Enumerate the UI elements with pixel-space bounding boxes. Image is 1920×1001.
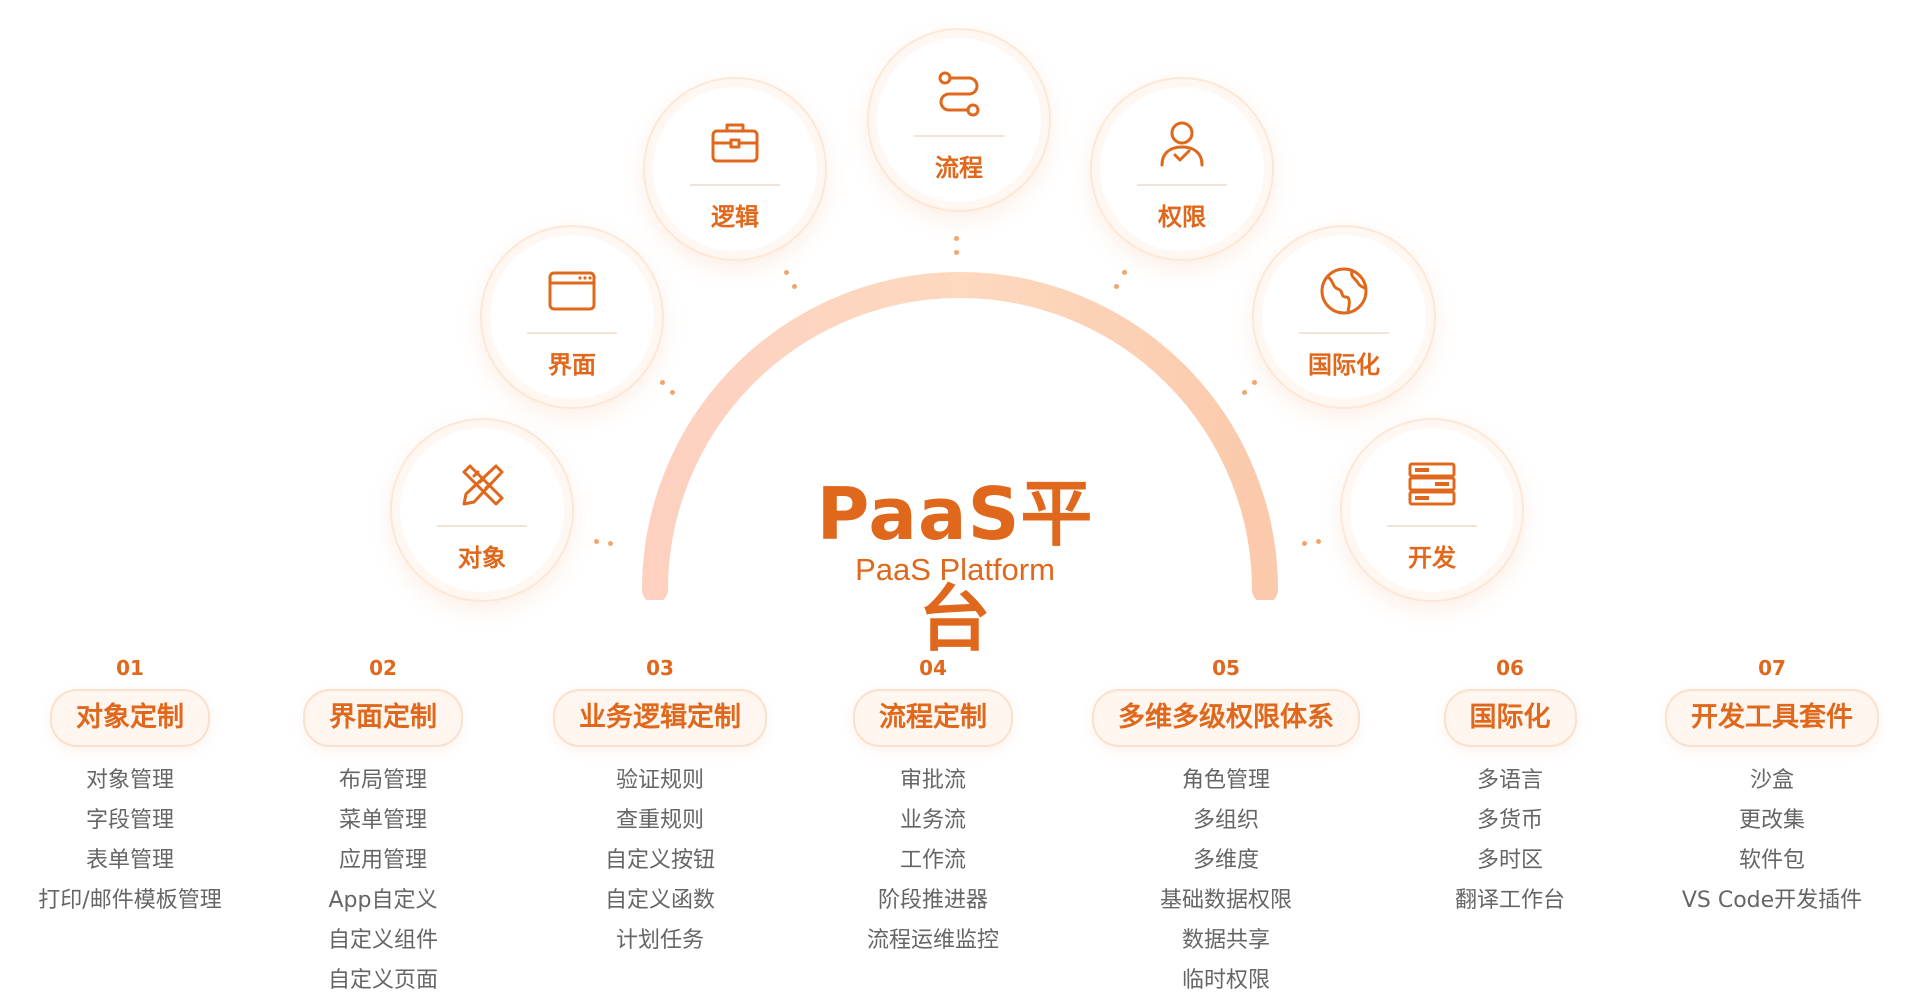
column-number: 05 (1212, 656, 1240, 680)
node-ui[interactable]: 界面 (480, 225, 664, 409)
feature-column-02: 02 界面定制 布局管理 菜单管理 应用管理 App自定义 自定义组件 自定义页… (263, 655, 503, 1001)
column-title-pill[interactable]: 开发工具套件 (1665, 689, 1879, 747)
column-title-pill[interactable]: 对象定制 (50, 689, 210, 747)
feature-item: 临时权限 (1181, 968, 1270, 993)
connector-dots (660, 380, 700, 420)
feature-item: 对象管理 (85, 768, 174, 793)
platform-arc (642, 272, 1278, 600)
feature-item: 打印/邮件模板管理 (38, 888, 222, 913)
platform-subtitle: PaaS Platform (855, 552, 1055, 587)
user-check-icon (1160, 121, 1204, 167)
feature-item: 多组织 (1192, 808, 1259, 833)
column-number: 07 (1758, 656, 1786, 680)
ruler-pencil-icon (462, 464, 504, 506)
feature-item: 数据共享 (1181, 928, 1270, 953)
feature-item: 表单管理 (85, 848, 174, 873)
node-label: 流程 (935, 154, 983, 182)
feature-item: 工作流 (899, 848, 966, 873)
feature-item: 软件包 (1738, 848, 1805, 873)
connector-dots (594, 535, 634, 575)
column-number: 01 (116, 656, 144, 680)
connector-dots (784, 270, 824, 310)
column-title-pill[interactable]: 国际化 (1443, 689, 1577, 747)
column-title-pill[interactable]: 多维多级权限体系 (1092, 689, 1360, 747)
feature-item: 多维度 (1192, 848, 1259, 873)
column-number: 04 (919, 656, 947, 680)
feature-item: 多时区 (1476, 848, 1543, 873)
feature-item: 基础数据权限 (1159, 888, 1292, 913)
node-label: 权限 (1158, 203, 1206, 231)
feature-item: 更改集 (1738, 808, 1805, 833)
feature-item: 字段管理 (85, 808, 174, 833)
connector-dots (1302, 535, 1342, 575)
globe-icon (1320, 267, 1368, 315)
node-permission[interactable]: 权限 (1090, 77, 1274, 261)
feature-item: 多货币 (1476, 808, 1543, 833)
connector-dots (954, 236, 994, 276)
connector-dots (1114, 270, 1154, 310)
feature-item: 布局管理 (338, 768, 427, 793)
feature-item: 阶段推进器 (877, 888, 988, 913)
feature-item: 审批流 (899, 768, 966, 793)
feature-item: App自定义 (328, 888, 438, 913)
feature-item: VS Code开发插件 (1681, 888, 1863, 913)
feature-item: 验证规则 (615, 768, 704, 793)
node-label: 逻辑 (711, 203, 759, 231)
connector-dots (1240, 380, 1280, 420)
platform-title: PaaS平台 (816, 472, 1094, 661)
feature-item: 自定义函数 (604, 888, 715, 913)
column-title-pill[interactable]: 界面定制 (303, 689, 463, 747)
feature-column-07: 07 开发工具套件 沙盒 更改集 软件包 VS Code开发插件 (1632, 655, 1912, 921)
feature-column-03: 03 业务逻辑定制 验证规则 查重规则 自定义按钮 自定义函数 计划任务 (520, 655, 800, 961)
node-dev[interactable]: 开发 (1340, 418, 1524, 602)
column-number: 02 (369, 656, 397, 680)
node-object[interactable]: 对象 (390, 418, 574, 602)
feature-item: 流程运维监控 (866, 928, 999, 953)
feature-item: 菜单管理 (338, 808, 427, 833)
paas-diagram: PaaS平台 PaaS Platform 对象 界面 (390, 28, 1524, 661)
node-label: 国际化 (1308, 351, 1380, 379)
node-i18n[interactable]: 国际化 (1252, 225, 1436, 409)
feature-item: 计划任务 (615, 928, 704, 953)
node-flow[interactable]: 流程 (867, 28, 1051, 212)
feature-item: 角色管理 (1181, 768, 1270, 793)
server-icon (1408, 462, 1456, 506)
column-title-pill[interactable]: 业务逻辑定制 (553, 689, 767, 747)
feature-item: 翻译工作台 (1454, 888, 1565, 913)
feature-item: 沙盒 (1749, 768, 1794, 793)
node-logic[interactable]: 逻辑 (643, 77, 827, 261)
feature-item: 查重规则 (615, 808, 704, 833)
feature-column-06: 06 国际化 多语言 多货币 多时区 翻译工作台 (1400, 655, 1620, 921)
feature-item: 多语言 (1476, 768, 1543, 793)
column-number: 06 (1496, 656, 1524, 680)
feature-item: 自定义页面 (327, 968, 438, 993)
column-title-pill[interactable]: 流程定制 (853, 689, 1013, 747)
feature-item: 应用管理 (338, 848, 427, 873)
node-label: 对象 (458, 544, 506, 572)
feature-item: 自定义按钮 (604, 848, 715, 873)
workflow-icon (938, 71, 980, 117)
column-number: 03 (646, 656, 674, 680)
feature-item: 自定义组件 (327, 928, 438, 953)
feature-column-05: 05 多维多级权限体系 角色管理 多组织 多维度 基础数据权限 数据共享 临时权… (1066, 655, 1386, 1001)
briefcase-icon (711, 123, 759, 163)
feature-column-04: 04 流程定制 审批流 业务流 工作流 阶段推进器 流程运维监控 (813, 655, 1053, 961)
node-label: 开发 (1408, 544, 1456, 572)
feature-item: 业务流 (899, 808, 966, 833)
node-label: 界面 (548, 351, 596, 379)
browser-window-icon (548, 271, 596, 311)
feature-column-01: 01 对象定制 对象管理 字段管理 表单管理 打印/邮件模板管理 (10, 655, 250, 921)
